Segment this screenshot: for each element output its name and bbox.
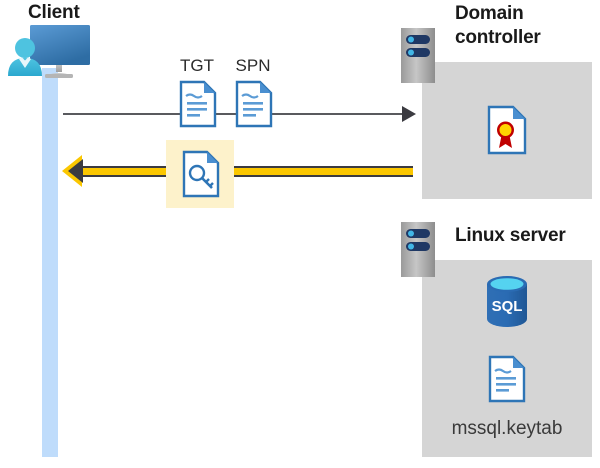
server-rack-icon xyxy=(401,28,435,83)
certificate-document-icon xyxy=(487,105,527,155)
server-rack-icon xyxy=(401,222,435,277)
document-icon xyxy=(179,80,217,128)
domain-controller-title: Domain controller xyxy=(455,3,541,48)
linux-server-title: Linux server xyxy=(455,225,566,246)
user-workstation-icon xyxy=(4,22,100,84)
document-icon xyxy=(235,80,273,128)
request-flow-arrowhead xyxy=(402,106,416,122)
tgt-label: TGT xyxy=(180,56,214,75)
key-document-icon xyxy=(182,150,220,198)
client-lifeline xyxy=(42,68,58,457)
response-flow-arrowhead xyxy=(68,159,83,183)
sql-icon-text: SQL xyxy=(492,298,523,315)
keytab-document-icon xyxy=(488,355,526,403)
client-title: Client xyxy=(28,2,80,23)
spn-label: SPN xyxy=(235,56,271,75)
response-flow-line xyxy=(76,168,413,175)
sql-database-icon: SQL xyxy=(483,275,531,329)
keytab-filename-label: mssql.keytab xyxy=(451,418,563,439)
